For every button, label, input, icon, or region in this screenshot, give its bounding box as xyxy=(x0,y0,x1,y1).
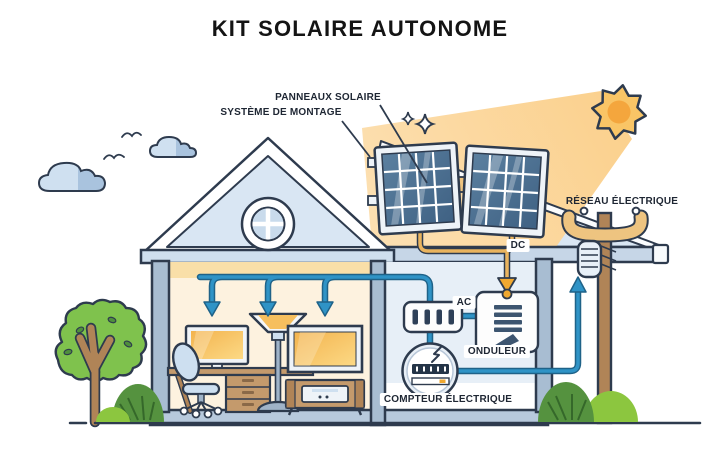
electric-meter xyxy=(401,342,459,400)
grid-wire xyxy=(196,273,582,375)
pointer-line xyxy=(341,104,428,184)
solar-panel xyxy=(460,144,550,239)
bird-icon xyxy=(103,131,142,160)
solar-panel xyxy=(373,141,463,236)
label-compteur-electrique: COMPTEUR ÉLECTRIQUE xyxy=(379,393,517,406)
cloud-icon xyxy=(37,161,107,192)
breaker-box xyxy=(402,300,464,334)
label-panneaux-solaire: PANNEAUX SOLAIRE xyxy=(275,92,381,103)
label-dc: DC xyxy=(506,239,530,252)
label-onduleur: ONDULEUR xyxy=(463,345,531,358)
sparkle-icon xyxy=(400,111,437,135)
energy-arrows xyxy=(203,276,587,317)
tv-stand xyxy=(284,378,366,416)
bush xyxy=(538,382,638,422)
transformer xyxy=(576,239,617,279)
floor-lamp xyxy=(248,312,308,413)
monitor xyxy=(184,324,250,370)
page-title: KIT SOLAIRE AUTONOME xyxy=(211,16,509,41)
bush xyxy=(96,384,164,422)
cloud-icon xyxy=(148,135,198,158)
inverter xyxy=(474,290,540,354)
label-ac: AC xyxy=(452,296,476,309)
round-window xyxy=(240,196,296,252)
tree xyxy=(54,298,148,428)
label-systeme-de-montage: SYSTÈME DE MONTAGE xyxy=(220,107,342,118)
utility-pole xyxy=(561,206,649,425)
lightning-icon xyxy=(431,346,442,363)
office-chair xyxy=(171,342,223,419)
sun-icon xyxy=(591,84,647,140)
label-reseau-electrique: RÉSEAU ÉLECTRIQUE xyxy=(565,196,679,207)
tv xyxy=(286,324,364,374)
